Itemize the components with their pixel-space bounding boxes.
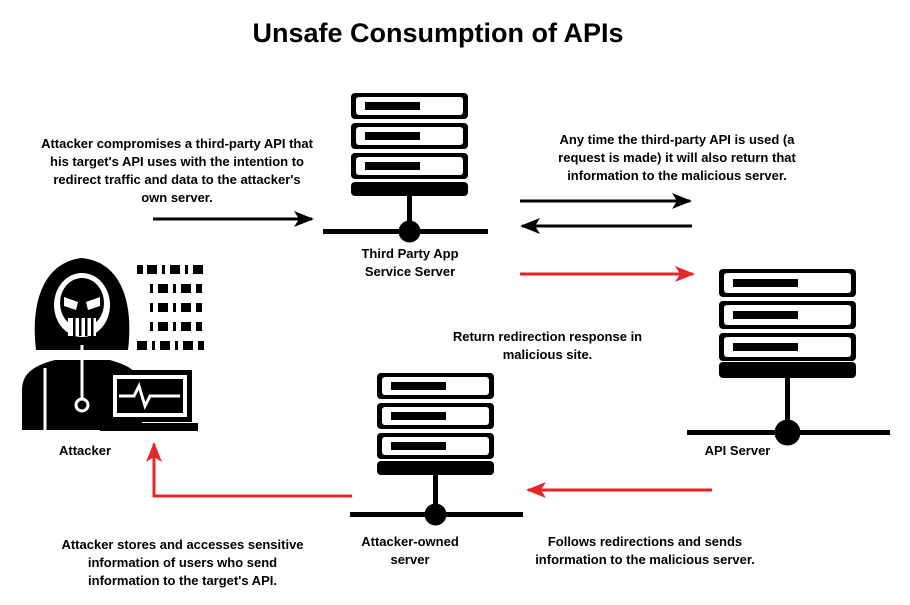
annotation-any-time: Any time the third-party API is used (a … (558, 132, 796, 183)
label-third-party-server: Third Party App Service Server (361, 246, 459, 279)
label-attacker-owned-server: Attacker-owned server (361, 534, 459, 567)
attacker-server-icon (350, 373, 523, 526)
page-title: Unsafe Consumption of APIs (252, 18, 624, 48)
hacker-icon (22, 258, 204, 431)
arrow-attacker-server-to-attacker (146, 442, 352, 498)
label-attacker: Attacker (58, 443, 112, 458)
api-server-icon (687, 269, 890, 446)
annotation-compromise: Attacker compromises a third-party API t… (41, 136, 313, 205)
annotation-return-redirect: Return redirection response in malicious… (452, 329, 643, 362)
annotation-follows: Follows redirections and sends informati… (535, 534, 755, 567)
label-api-server: API Server (704, 443, 771, 458)
third-party-server-icon (323, 93, 488, 243)
annotation-stores: Attacker stores and accesses sensitive i… (61, 537, 304, 588)
